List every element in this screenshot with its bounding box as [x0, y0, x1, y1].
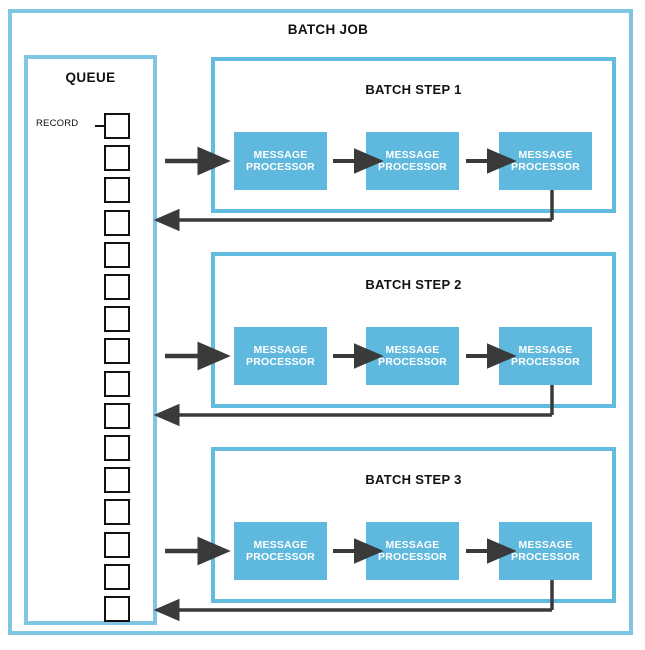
- queue-record-box: [104, 596, 130, 622]
- message-processor-label-line1: MESSAGE: [518, 148, 573, 161]
- message-processor-label-line2: PROCESSOR: [511, 551, 580, 563]
- record-label: RECORD: [36, 118, 79, 129]
- queue-record-box: [104, 563, 130, 590]
- queue-record-box: [104, 402, 130, 429]
- message-processor-label-line1: MESSAGE: [253, 148, 308, 161]
- queue-record-box: [104, 531, 130, 558]
- message-processor-label-line1: MESSAGE: [518, 343, 573, 356]
- message-processor-label-line2: PROCESSOR: [246, 161, 315, 173]
- batch-step-title-3: BATCH STEP 3: [365, 472, 462, 487]
- queue-frame: [24, 55, 157, 625]
- queue-record-box: [104, 435, 130, 461]
- queue-record-box: [104, 145, 130, 172]
- queue-record-box: [104, 306, 130, 333]
- message-processor-label-line1: MESSAGE: [385, 148, 440, 161]
- message-processor-label-line2: PROCESSOR: [511, 356, 580, 368]
- message-processor-label-line2: PROCESSOR: [246, 356, 315, 368]
- message-processor-label-line2: PROCESSOR: [378, 356, 447, 368]
- queue-record-box: [104, 467, 130, 494]
- queue-record-box: [104, 113, 130, 139]
- batch-job-title: BATCH JOB: [287, 22, 369, 37]
- message-processor-label-line1: MESSAGE: [518, 538, 573, 551]
- message-processor-label-line1: MESSAGE: [253, 538, 308, 551]
- queue-title: QUEUE: [65, 70, 116, 85]
- queue-record-box: [104, 338, 130, 365]
- queue-record-box: [104, 370, 130, 397]
- queue-record-box: [104, 241, 130, 268]
- batch-job-frame: [8, 9, 633, 635]
- message-processor-label-line2: PROCESSOR: [246, 551, 315, 563]
- message-processor-label-line2: PROCESSOR: [378, 551, 447, 563]
- message-processor-label-line2: PROCESSOR: [378, 161, 447, 173]
- batch-step-title-1: BATCH STEP 1: [365, 82, 462, 97]
- queue-record-box: [104, 209, 130, 236]
- message-processor-label-line1: MESSAGE: [253, 343, 308, 356]
- queue-record-box: [104, 274, 130, 300]
- message-processor-label-line2: PROCESSOR: [511, 161, 580, 173]
- batch-step-title-2: BATCH STEP 2: [365, 277, 462, 292]
- record-leader-line: [95, 125, 105, 127]
- queue-record-box: [104, 177, 130, 204]
- queue-record-box: [104, 499, 130, 526]
- message-processor-label-line1: MESSAGE: [385, 538, 440, 551]
- message-processor-label-line1: MESSAGE: [385, 343, 440, 356]
